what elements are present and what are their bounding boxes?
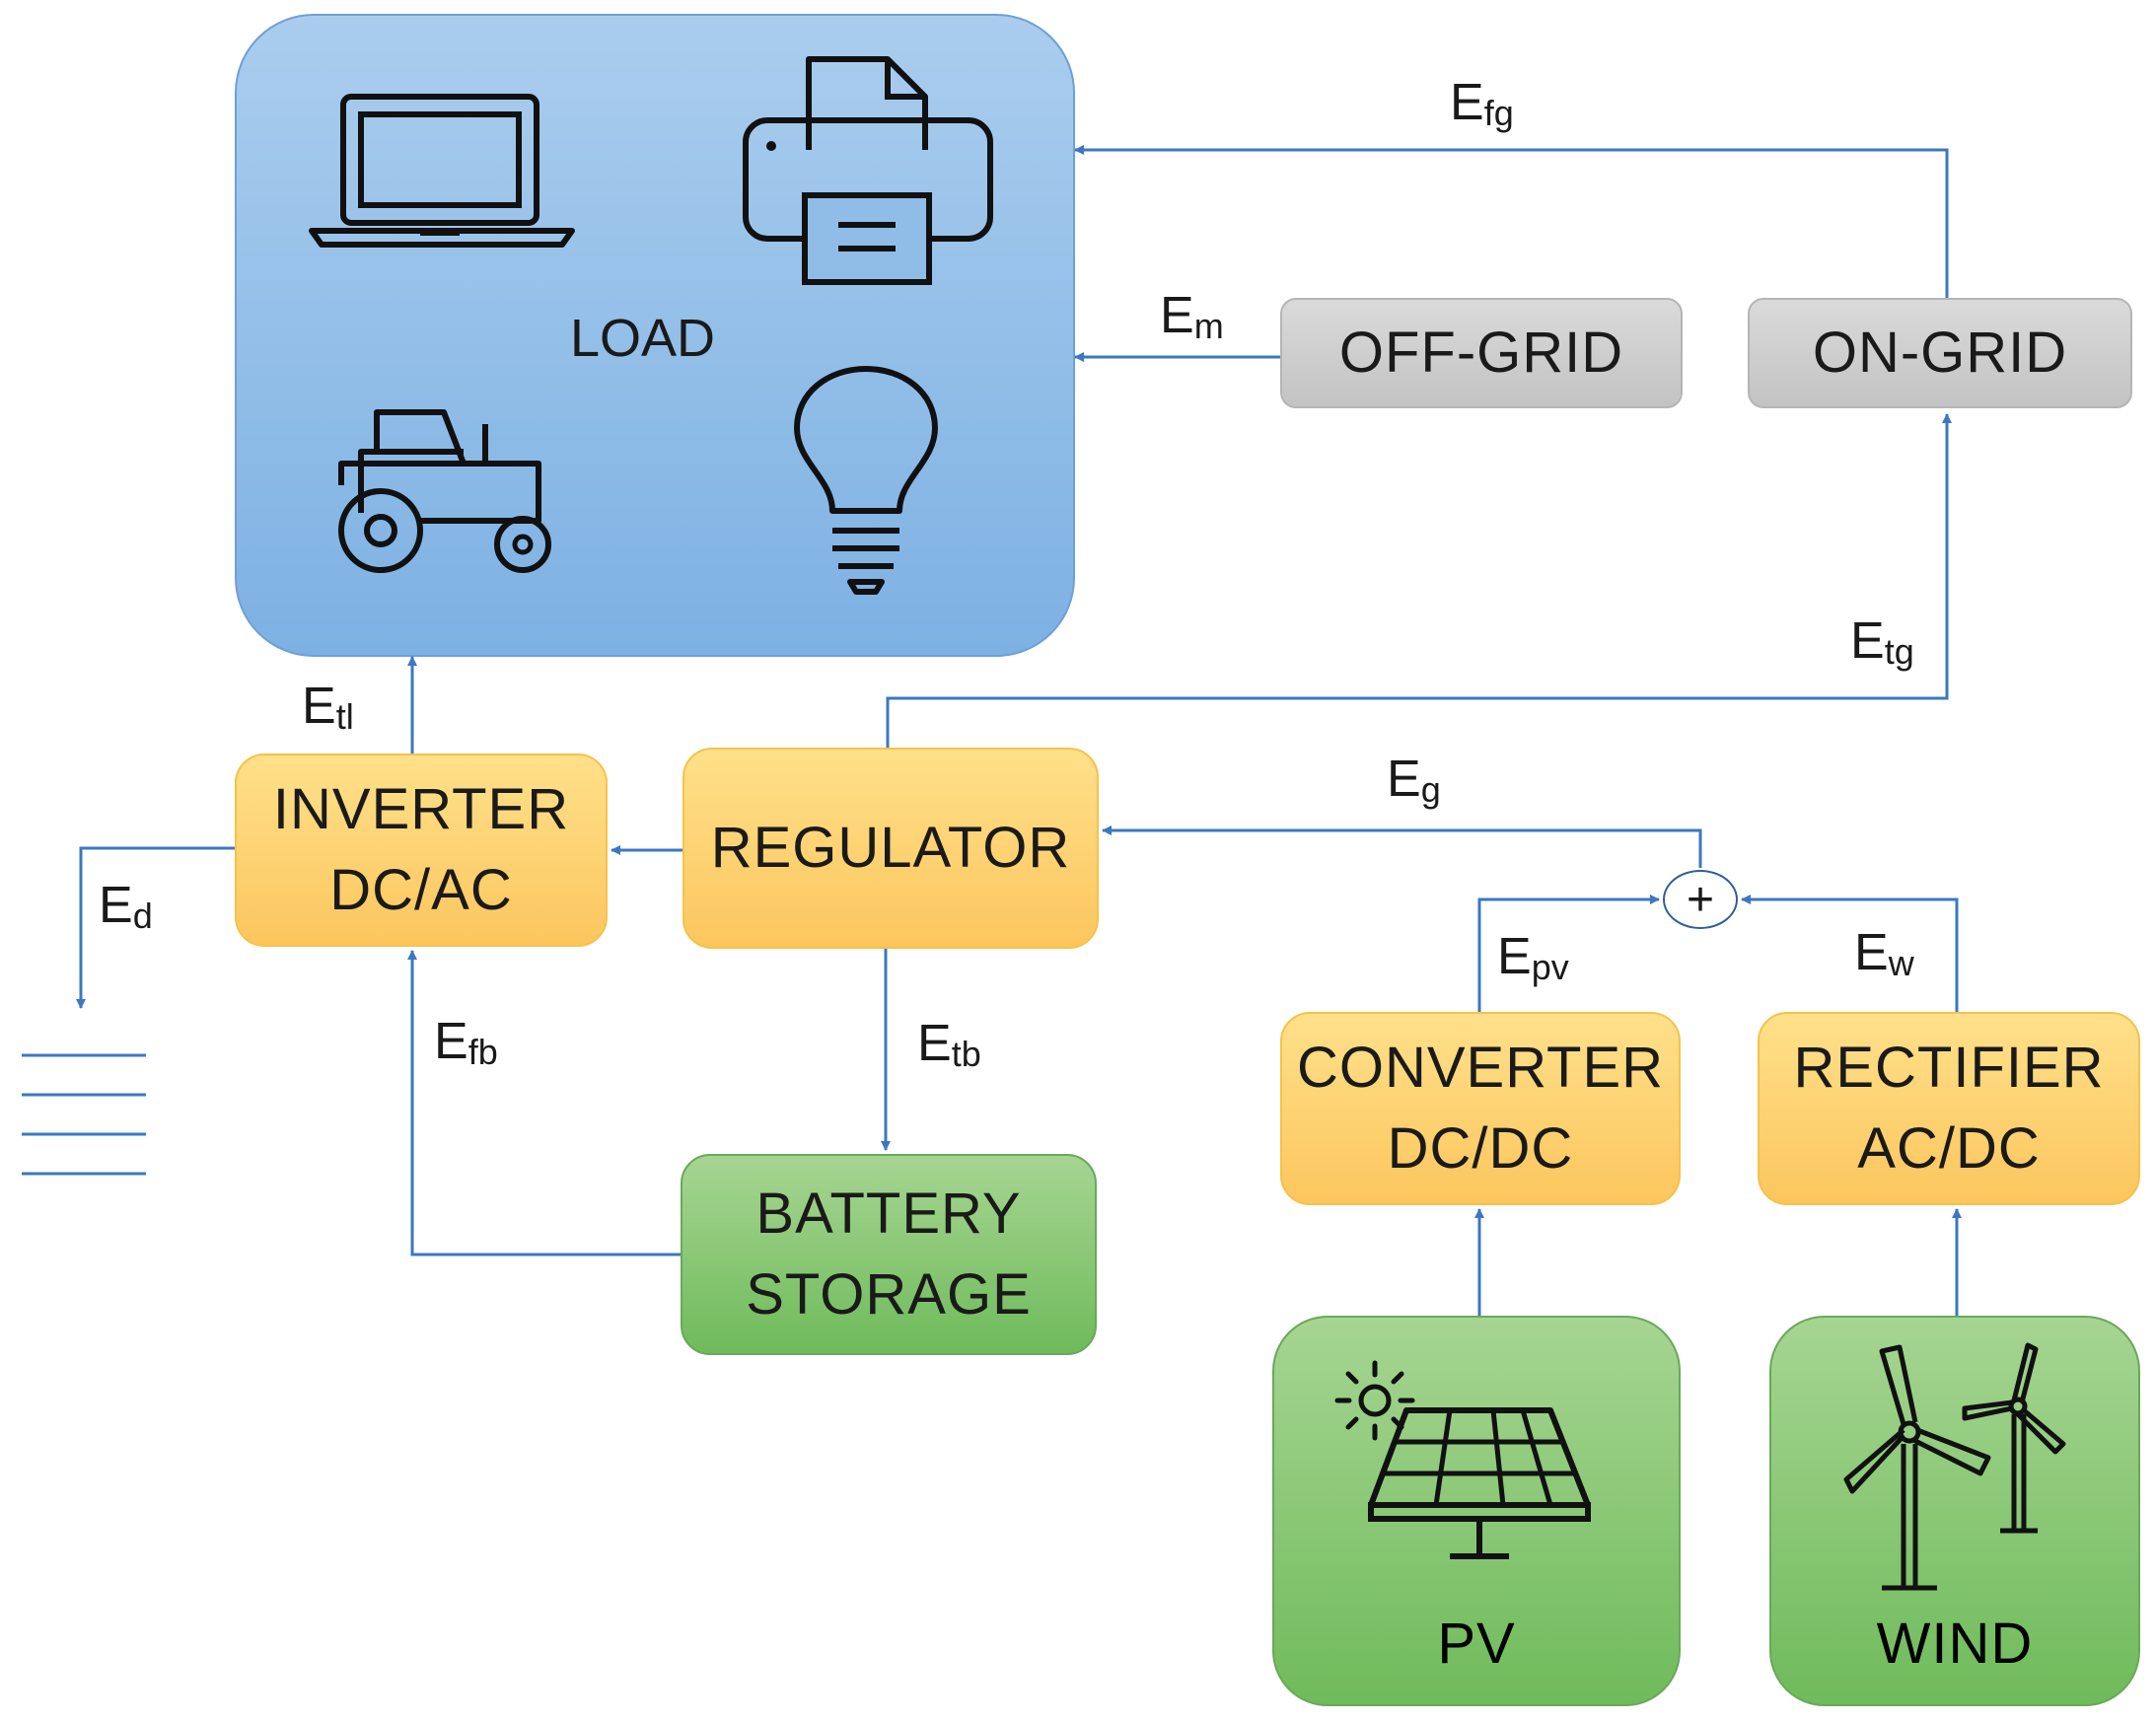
pv-block: PV (1272, 1316, 1681, 1706)
rectifier-line-1: RECTIFIER (1793, 1036, 2105, 1100)
converter-block: CONVERTER DC/DC (1280, 1012, 1681, 1205)
flow-label-epv: Epv (1497, 928, 1569, 987)
printer-icon (743, 56, 993, 285)
inverter-line-1: INVERTER (272, 777, 570, 841)
flow-label-ew: Ew (1854, 924, 1914, 983)
arrow-eg (1102, 825, 1702, 868)
regulator-block: REGULATOR (683, 748, 1099, 949)
flow-label-ed: Ed (99, 877, 153, 936)
flow-label-etb: Etb (917, 1015, 981, 1074)
arrow-efg (1074, 145, 1949, 298)
summing-node: + (1663, 870, 1738, 929)
tractor-icon (338, 409, 551, 573)
pv-label: PV (1437, 1612, 1516, 1676)
battery-storage-block: BATTERY STORAGE (681, 1154, 1097, 1355)
rectifier-block: RECTIFIER AC/DC (1758, 1012, 2140, 1205)
flow-label-efg: Efg (1450, 74, 1514, 133)
flow-label-em: Em (1160, 287, 1224, 346)
battery-line-1: BATTERY (755, 1182, 1022, 1246)
converter-line-2: DC/DC (1387, 1116, 1574, 1181)
off-grid-label: OFF-GRID (1338, 321, 1624, 385)
flow-label-etl: Etl (302, 678, 354, 737)
on-grid-label: ON-GRID (1812, 321, 2068, 385)
wind-turbine-icon (1843, 1342, 2066, 1591)
solar-panel-icon (1368, 1407, 1591, 1559)
inverter-line-2: DC/AC (329, 858, 513, 922)
arrow-ew (1741, 895, 1959, 1012)
load-label: LOAD (570, 309, 716, 368)
arrow-epv (1477, 895, 1660, 1012)
ground-icon (22, 1053, 146, 1176)
regulator-label: REGULATOR (710, 816, 1071, 880)
converter-line-1: CONVERTER (1296, 1036, 1665, 1100)
sun-icon (1334, 1360, 1415, 1441)
wind-label: WIND (1876, 1612, 2034, 1676)
flow-label-etg: Etg (1850, 612, 1914, 672)
flow-label-efb: Efb (434, 1013, 498, 1072)
wind-block: WIND (1769, 1316, 2140, 1706)
battery-line-2: STORAGE (746, 1262, 1032, 1327)
arrow-efb (407, 950, 681, 1256)
inverter-block: INVERTER DC/AC (235, 753, 608, 947)
arrow-etg (886, 413, 1952, 748)
light-bulb-icon (794, 366, 938, 595)
rectifier-line-2: AC/DC (1857, 1116, 2041, 1181)
laptop-icon (309, 94, 575, 248)
arrow-ed (76, 846, 235, 1009)
on-grid-box: ON-GRID (1748, 298, 2132, 408)
flow-label-eg: Eg (1387, 751, 1441, 810)
off-grid-box: OFF-GRID (1280, 298, 1683, 408)
